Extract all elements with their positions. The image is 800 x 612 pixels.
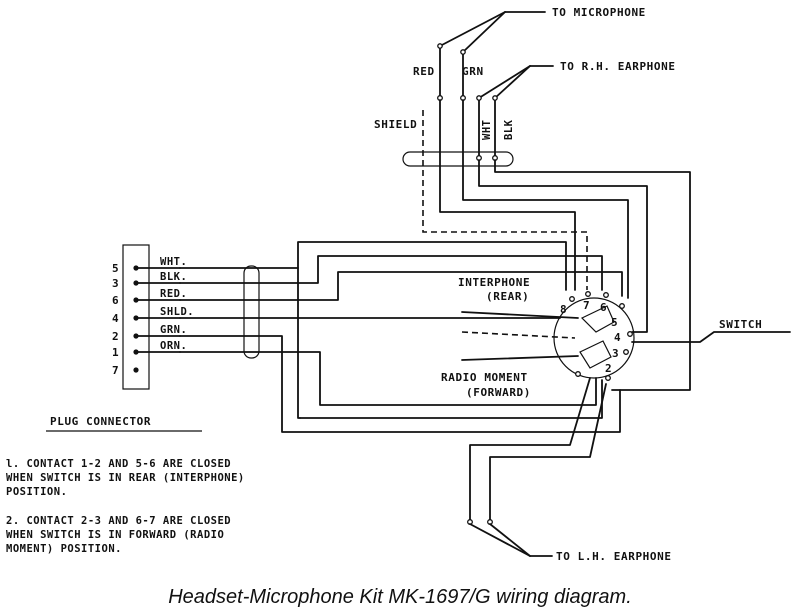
- radio-moment-label-2: (FORWARD): [466, 386, 531, 399]
- plug-pin: 4 SHLD.: [112, 306, 194, 325]
- switch-contact-dot: [627, 331, 633, 337]
- plug-pin: 1 ORN.: [112, 340, 187, 359]
- note: l. CONTACT 1-2 AND 5-6 ARE CLOSED WHEN S…: [6, 458, 245, 498]
- switch-contact-number: 8: [560, 303, 567, 316]
- plug-pin-number: 5: [112, 262, 119, 275]
- note-line: POSITION.: [6, 486, 67, 498]
- switch-contact: [575, 371, 581, 377]
- switch-contact: 3: [612, 347, 629, 360]
- plug-pin-dot: [133, 333, 139, 339]
- plug-pin-dot: [133, 280, 139, 286]
- note-line: l. CONTACT 1-2 AND 5-6 ARE CLOSED: [6, 458, 231, 470]
- plug-wire-label: RED.: [160, 288, 187, 300]
- plug-pin-number: 1: [112, 346, 119, 359]
- switch-contact-number: 7: [583, 299, 590, 312]
- note-line: 2. CONTACT 2-3 AND 6-7 ARE CLOSED: [6, 515, 231, 527]
- radio-moment-label-1: RADIO MOMENT: [441, 371, 528, 384]
- note-line: WHEN SWITCH IS IN REAR (INTERPHONE): [6, 472, 245, 484]
- switch-contact-dot: [603, 292, 609, 298]
- plug-wire-label: BLK.: [160, 271, 187, 283]
- plug-pin-number: 4: [112, 312, 119, 325]
- lh-earphone-leads: [467, 377, 607, 557]
- plug-connector-body: [122, 244, 150, 390]
- switch-contact: 6: [600, 292, 609, 314]
- plug-pin-dot: [133, 349, 139, 355]
- interphone-label-2: (REAR): [486, 290, 529, 303]
- plug-pin-number: 6: [112, 294, 119, 307]
- shield-dashed-lead: [422, 110, 588, 290]
- plug-pin-dot: [133, 297, 139, 303]
- plug-pin: 6 RED.: [112, 288, 187, 307]
- plug-wire-label: ORN.: [160, 340, 187, 352]
- plug-pin-dot: [133, 315, 139, 321]
- plug-pin-dot: [133, 367, 139, 373]
- switch-contact-number: 4: [614, 331, 621, 344]
- switch-contact-dot: [575, 371, 581, 377]
- switch-contact-dot: [585, 291, 591, 297]
- microphone-leads: [437, 11, 546, 99]
- rh-earphone-leads: [476, 65, 554, 159]
- switch-body: [461, 297, 635, 379]
- blk-wire-label: BLK: [503, 119, 515, 140]
- switch-contact-number: 2: [605, 362, 612, 375]
- switch-contact: 7: [583, 291, 591, 312]
- switch-contact: 2: [605, 362, 612, 381]
- caption: Headset-Microphone Kit MK-1697/G wiring …: [168, 586, 632, 608]
- shield-label: SHIELD: [374, 118, 417, 131]
- switch-contact: 4: [614, 331, 633, 344]
- plug-wire-label: SHLD.: [160, 306, 194, 318]
- switch-contact-dot: [619, 303, 625, 309]
- switch-contact: 8: [560, 296, 575, 316]
- switch-label: SWITCH: [719, 318, 762, 331]
- note-line: WHEN SWITCH IS IN FORWARD (RADIO: [6, 529, 224, 541]
- cable-sheath-top: [402, 151, 514, 167]
- switch-contact-number: 5: [611, 316, 618, 329]
- switch-contact-number: 6: [600, 301, 607, 314]
- plug-pin: 7: [112, 364, 139, 377]
- plug-pin-number: 3: [112, 277, 119, 290]
- notes: l. CONTACT 1-2 AND 5-6 ARE CLOSED WHEN S…: [6, 458, 245, 555]
- note-line: MOMENT) POSITION.: [6, 543, 122, 555]
- plug-wire-label: GRN.: [160, 324, 187, 336]
- interphone-label-1: INTERPHONE: [458, 276, 530, 289]
- plug-pin-number: 7: [112, 364, 119, 377]
- to-lh-earphone-label: TO L.H. EARPHONE: [556, 550, 672, 563]
- plug-pins: 5 WHT. 3 BLK. 6 RED. 4 SHLD. 2 GRN. 1 ORN. 7: [112, 256, 194, 377]
- to-microphone-label: TO MICROPHONE: [552, 6, 646, 19]
- switch-contact-dot: [605, 375, 611, 381]
- plug-harness: [179, 241, 623, 433]
- switch-leader: [631, 331, 791, 343]
- plug-pin: 3 BLK.: [112, 271, 187, 290]
- plug-pin-dot: [133, 265, 139, 271]
- to-rh-earphone-label: TO R.H. EARPHONE: [560, 60, 676, 73]
- plug-pin: 2 GRN.: [112, 324, 187, 343]
- wht-wire-label: WHT: [481, 120, 493, 140]
- plug-pin-number: 2: [112, 330, 119, 343]
- switch-contact-dot: [623, 349, 629, 355]
- grn-wire-label: GRN: [462, 65, 484, 78]
- plug-wire-label: WHT.: [160, 256, 187, 268]
- plug-connector-title: PLUG CONNECTOR: [50, 415, 151, 428]
- switch-contact-dot: [569, 296, 575, 302]
- switch-contact: 5: [611, 303, 625, 329]
- plug-pin: 5 WHT.: [112, 256, 187, 275]
- switch-contact-number: 3: [612, 347, 619, 360]
- red-wire-label: RED: [413, 65, 435, 78]
- cable-sheath-plug: [243, 265, 260, 359]
- note: 2. CONTACT 2-3 AND 6-7 ARE CLOSED WHEN S…: [6, 515, 231, 555]
